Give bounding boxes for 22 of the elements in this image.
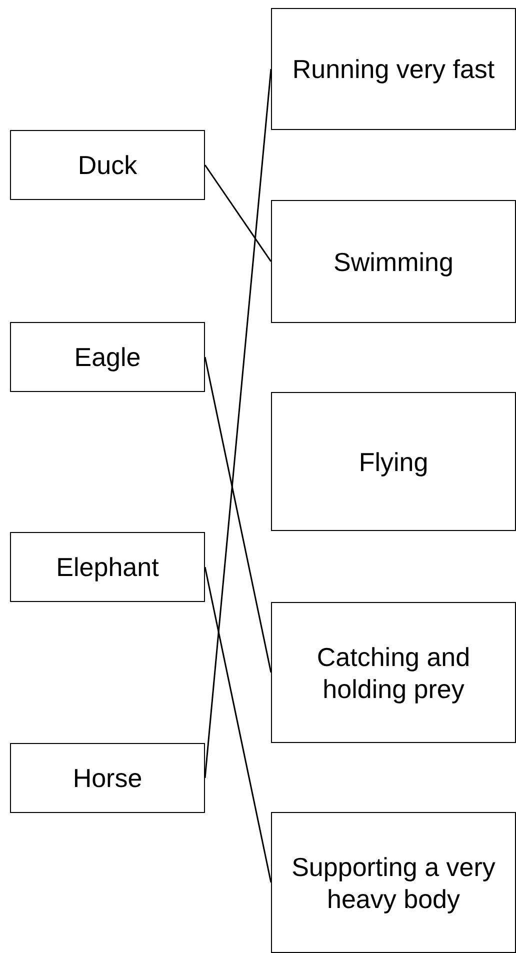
matching-line <box>204 68 272 778</box>
box-label: Supporting a very heavy body <box>290 850 496 914</box>
box-label: Horse <box>72 762 144 794</box>
box-label: Elephant <box>55 551 160 583</box>
label-box <box>10 130 205 200</box>
box-label: Eagle <box>73 341 142 373</box>
box-label: Flying <box>358 446 430 478</box>
box-label: Duck <box>76 149 138 181</box>
label-box <box>271 602 516 743</box>
box-label: Running very fast <box>291 53 496 85</box>
label-box <box>10 322 205 392</box>
label-box <box>271 812 516 953</box>
matching-line <box>204 164 272 262</box>
label-box <box>10 532 205 602</box>
label-box <box>10 743 205 813</box>
matching-line <box>204 566 272 883</box>
matching-line <box>204 356 272 673</box>
box-label: Swimming <box>332 246 454 278</box>
label-box <box>271 8 516 130</box>
box-label: Catching and holding prey <box>316 640 472 704</box>
label-box <box>271 200 516 323</box>
label-box <box>271 392 516 531</box>
